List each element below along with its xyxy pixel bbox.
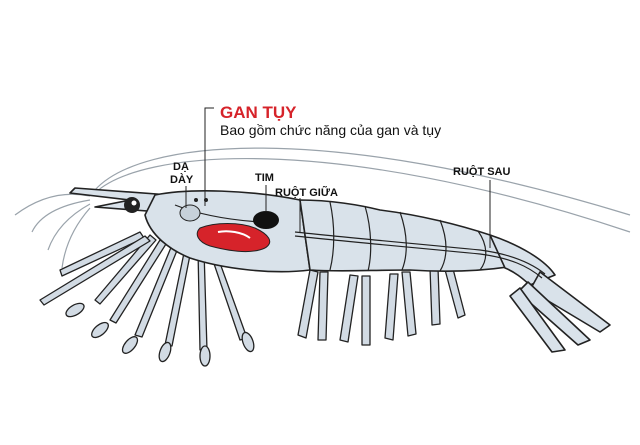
heart-shape: [253, 211, 279, 229]
leader-lines: [185, 107, 491, 248]
stomach-label-line1: DẠ: [173, 161, 189, 173]
shrimp-body: [69, 187, 611, 353]
hepatopancreas-description: Bao gồm chức năng của gan và tụy: [220, 122, 441, 138]
heart-label: TIM: [255, 172, 274, 184]
hepatopancreas-shape: [196, 223, 271, 252]
stomach-label-line2: DÀY: [170, 173, 194, 186]
midgut-label: RUỘT GIỮA: [275, 186, 338, 199]
hindgut-label: RUỘT SAU: [453, 165, 511, 178]
swimmerets: [297, 264, 466, 346]
walking-legs: [39, 231, 255, 367]
hepatopancreas-label: GAN TỤY: [220, 103, 297, 122]
